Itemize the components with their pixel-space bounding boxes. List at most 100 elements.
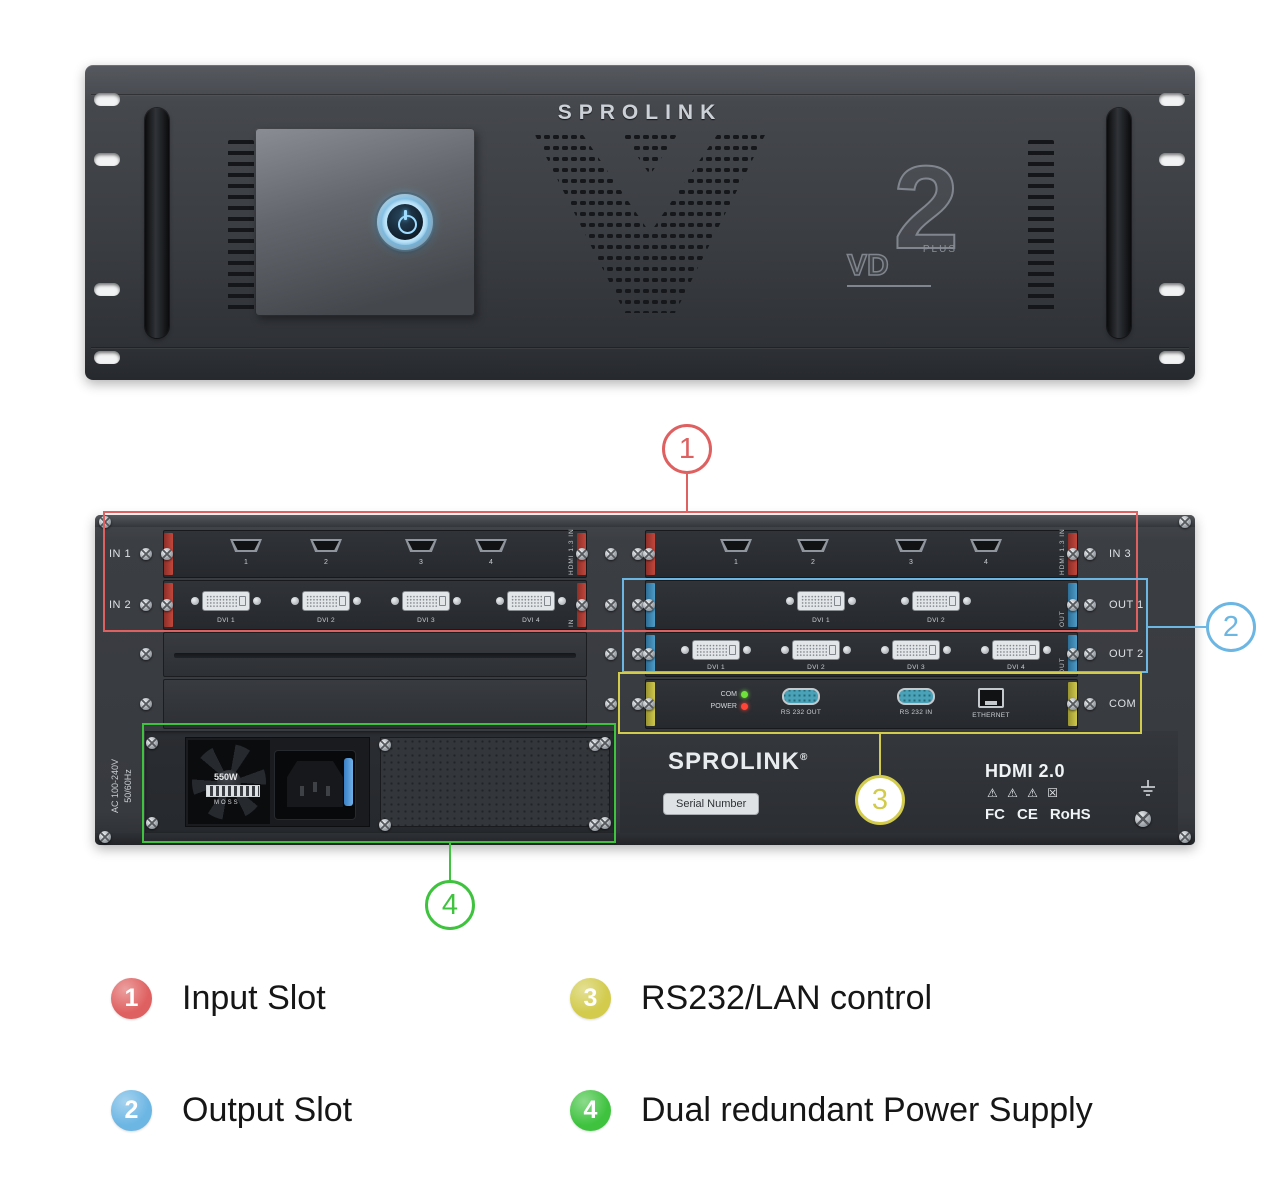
- dvi-port: [291, 589, 361, 613]
- dvi-port-label: DVI 2: [317, 617, 335, 624]
- screw-icon: [632, 648, 644, 660]
- legend-badge-1: 1: [111, 978, 152, 1019]
- dvi-input-card: DVI 1 DVI 2 DVI 3 DVI 4 IN: [163, 580, 587, 630]
- hdmi-port: [405, 539, 437, 552]
- legend-number: 2: [124, 1096, 139, 1124]
- ac-retention-clip: [344, 758, 353, 806]
- screw-icon: [146, 817, 158, 829]
- screw-icon: [1084, 648, 1096, 660]
- com-card: COM POWER RS 232 OUT RS 232 IN ETHERNET: [645, 679, 1078, 729]
- dvi-port: [786, 589, 856, 613]
- screw-icon: [632, 599, 644, 611]
- callout-circle-3: 3: [855, 775, 905, 825]
- hdmi-port: [970, 539, 1002, 552]
- panel-lip: [95, 833, 1195, 845]
- logo-plus: PLUS: [922, 244, 957, 255]
- power-supply-module: 550W MOSS: [185, 737, 370, 827]
- screw-icon: [632, 548, 644, 560]
- rail-label-out2: OUT 2: [1109, 648, 1144, 660]
- callout-line-4: [449, 843, 451, 881]
- rack-mount-hole: [94, 93, 120, 106]
- panel-lip: [95, 515, 1195, 527]
- screw-icon: [1084, 698, 1096, 710]
- screw-icon: [643, 548, 655, 560]
- callout-line-3: [879, 734, 881, 775]
- legend-label: Input Slot: [182, 979, 326, 1017]
- card-vertical-label: OUT: [1059, 610, 1066, 627]
- certification-marks: FC CE RoHS: [985, 806, 1091, 823]
- card-vertical-label: OUT: [1059, 657, 1066, 674]
- legend-item-rs232-lan: 3 RS232/LAN control: [570, 978, 932, 1019]
- power-led: [741, 703, 748, 710]
- dvi-port-label: DVI 2: [927, 617, 945, 624]
- screw-icon: [99, 831, 111, 843]
- hdmi-input-card-right: 1 2 3 4 HDMI 1.3 IN: [645, 528, 1078, 578]
- screw-icon: [1067, 599, 1079, 611]
- branding-bay: [620, 731, 1178, 833]
- legend-number: 3: [583, 984, 598, 1012]
- hdmi-port: [310, 539, 342, 552]
- ethernet-port: [978, 688, 1004, 708]
- callout-number: 2: [1222, 610, 1240, 643]
- screw-icon: [605, 599, 617, 611]
- screw-icon: [576, 599, 588, 611]
- rail-label-in2: IN 2: [109, 599, 132, 611]
- power-icon: [387, 204, 423, 240]
- hdmi-port-label: 3: [909, 559, 913, 566]
- serial-number-box: Serial Number: [663, 793, 760, 815]
- screw-icon: [599, 737, 611, 749]
- rohs-mark: RoHS: [1049, 806, 1091, 823]
- dvi-port-label: DVI 1: [707, 664, 725, 671]
- panel-seam: [91, 347, 1189, 349]
- ground-icon: [1141, 780, 1155, 796]
- hdmi-port: [230, 539, 262, 552]
- dvi-port: [496, 589, 566, 613]
- screw-icon: [589, 819, 601, 831]
- button-plate: [255, 128, 475, 316]
- registered-mark: ®: [800, 752, 809, 763]
- rail-label-in3: IN 3: [1109, 548, 1132, 560]
- dvi-port: [391, 589, 461, 613]
- hdmi-port-label: 2: [811, 559, 815, 566]
- rs232-out-port: [782, 688, 820, 705]
- screw-icon: [140, 698, 152, 710]
- dvi-output-card-2: DVI 1 DVI 2 OUT: [645, 580, 1078, 630]
- card-vertical-label: HDMI 1.3 IN: [1059, 528, 1066, 575]
- dvi-port-label: DVI 4: [1007, 664, 1025, 671]
- legend-label: Dual redundant Power Supply: [641, 1091, 1093, 1129]
- hdmi-port-label: 4: [489, 559, 493, 566]
- hdmi-port: [895, 539, 927, 552]
- rack-handle-right: [1107, 108, 1131, 338]
- psu-label-stripes: [206, 785, 260, 797]
- psu-wattage: 550W: [214, 772, 238, 782]
- dvi-port: [901, 589, 971, 613]
- rack-mount-hole: [94, 351, 120, 364]
- vent-grille-right: [1028, 140, 1054, 312]
- front-panel: SPROLINK 2 VD PLUS: [85, 65, 1195, 380]
- dvi-port: [881, 638, 951, 662]
- status-leds: COM POWER: [692, 691, 748, 715]
- psu-fan-icon: [188, 740, 270, 824]
- screw-icon: [161, 599, 173, 611]
- screw-icon: [1179, 516, 1191, 528]
- screw-icon: [589, 739, 601, 751]
- logo-vd: VD: [846, 250, 931, 287]
- psu-blank-slot: [380, 737, 610, 827]
- rail-label-out1: OUT 1: [1109, 599, 1144, 611]
- callout-line-1: [686, 474, 688, 512]
- rack-mount-hole: [1159, 351, 1185, 364]
- screw-icon: [140, 648, 152, 660]
- callout-circle-4: 4: [425, 880, 475, 930]
- screw-icon: [1084, 548, 1096, 560]
- screw-icon: [1067, 698, 1079, 710]
- hdmi-input-card-left: 1 2 3 4 HDMI 1.3 IN: [163, 528, 587, 578]
- power-led-label: POWER: [710, 703, 737, 710]
- screw-icon: [605, 648, 617, 660]
- dvi-port-label: DVI 4: [522, 617, 540, 624]
- legend-number: 1: [124, 984, 139, 1012]
- legend-item-power-supply: 4 Dual redundant Power Supply: [570, 1090, 1093, 1131]
- callout-circle-1: 1: [662, 424, 712, 474]
- ethernet-label: ETHERNET: [972, 712, 1010, 719]
- legend-badge-3: 3: [570, 978, 611, 1019]
